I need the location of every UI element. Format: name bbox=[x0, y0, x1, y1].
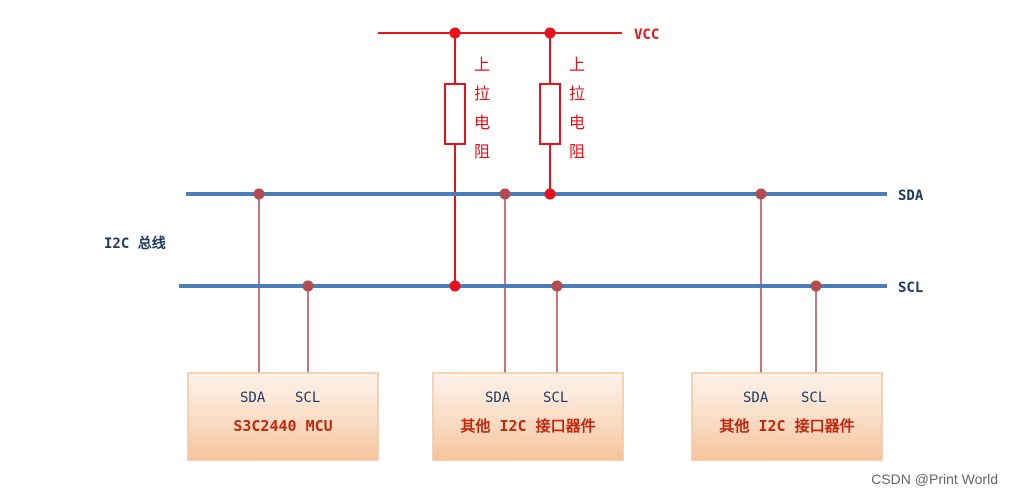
vcc-junction-dot bbox=[449, 27, 461, 39]
svg-text:上: 上 bbox=[474, 55, 490, 74]
junction-dot bbox=[253, 188, 265, 200]
pullup-resistor-sda bbox=[539, 83, 561, 145]
device-name: 其他 I2C 接口器件 bbox=[719, 417, 854, 435]
svg-text:拉: 拉 bbox=[569, 84, 585, 103]
junction-dot bbox=[499, 188, 511, 200]
svg-text:上: 上 bbox=[569, 55, 585, 74]
junction-dot bbox=[302, 280, 314, 292]
sda-bus-label: SDA bbox=[898, 188, 924, 204]
svg-text:阻: 阻 bbox=[569, 142, 585, 161]
junction-dot bbox=[810, 280, 822, 292]
pullup-scl-junction-dot bbox=[449, 280, 461, 292]
device-pin-sda: SDA bbox=[743, 390, 769, 406]
device-pin-sda: SDA bbox=[485, 390, 511, 406]
pullup-sda-junction-dot bbox=[544, 188, 556, 200]
pullup-label-1: 上 拉 电 阻 bbox=[474, 55, 490, 161]
device-box-mcu: SDA SCL S3C2440 MCU bbox=[187, 372, 379, 461]
svg-text:阻: 阻 bbox=[474, 142, 490, 161]
device-box-peripheral-1: SDA SCL 其他 I2C 接口器件 bbox=[432, 372, 624, 461]
svg-text:电: 电 bbox=[569, 113, 585, 132]
vcc-label: VCC bbox=[634, 27, 659, 43]
pullup-resistor-scl bbox=[444, 83, 466, 145]
device-name: S3C2440 MCU bbox=[233, 417, 332, 435]
svg-text:电: 电 bbox=[474, 113, 490, 132]
junction-dot bbox=[551, 280, 563, 292]
device-box-peripheral-2: SDA SCL 其他 I2C 接口器件 bbox=[691, 372, 883, 461]
svg-text:拉: 拉 bbox=[474, 84, 490, 103]
scl-bus-label: SCL bbox=[898, 280, 923, 296]
device-pin-scl: SCL bbox=[543, 390, 568, 406]
junction-dot bbox=[755, 188, 767, 200]
device-name: 其他 I2C 接口器件 bbox=[460, 417, 595, 435]
vcc-junction-dot bbox=[544, 27, 556, 39]
device-pin-scl: SCL bbox=[801, 390, 826, 406]
bus-title: I2C 总线 bbox=[104, 235, 166, 252]
device-pin-sda: SDA bbox=[240, 390, 266, 406]
watermark: CSDN @Print World bbox=[871, 471, 998, 487]
device-pin-scl: SCL bbox=[295, 390, 320, 406]
pullup-label-2: 上 拉 电 阻 bbox=[569, 55, 585, 161]
